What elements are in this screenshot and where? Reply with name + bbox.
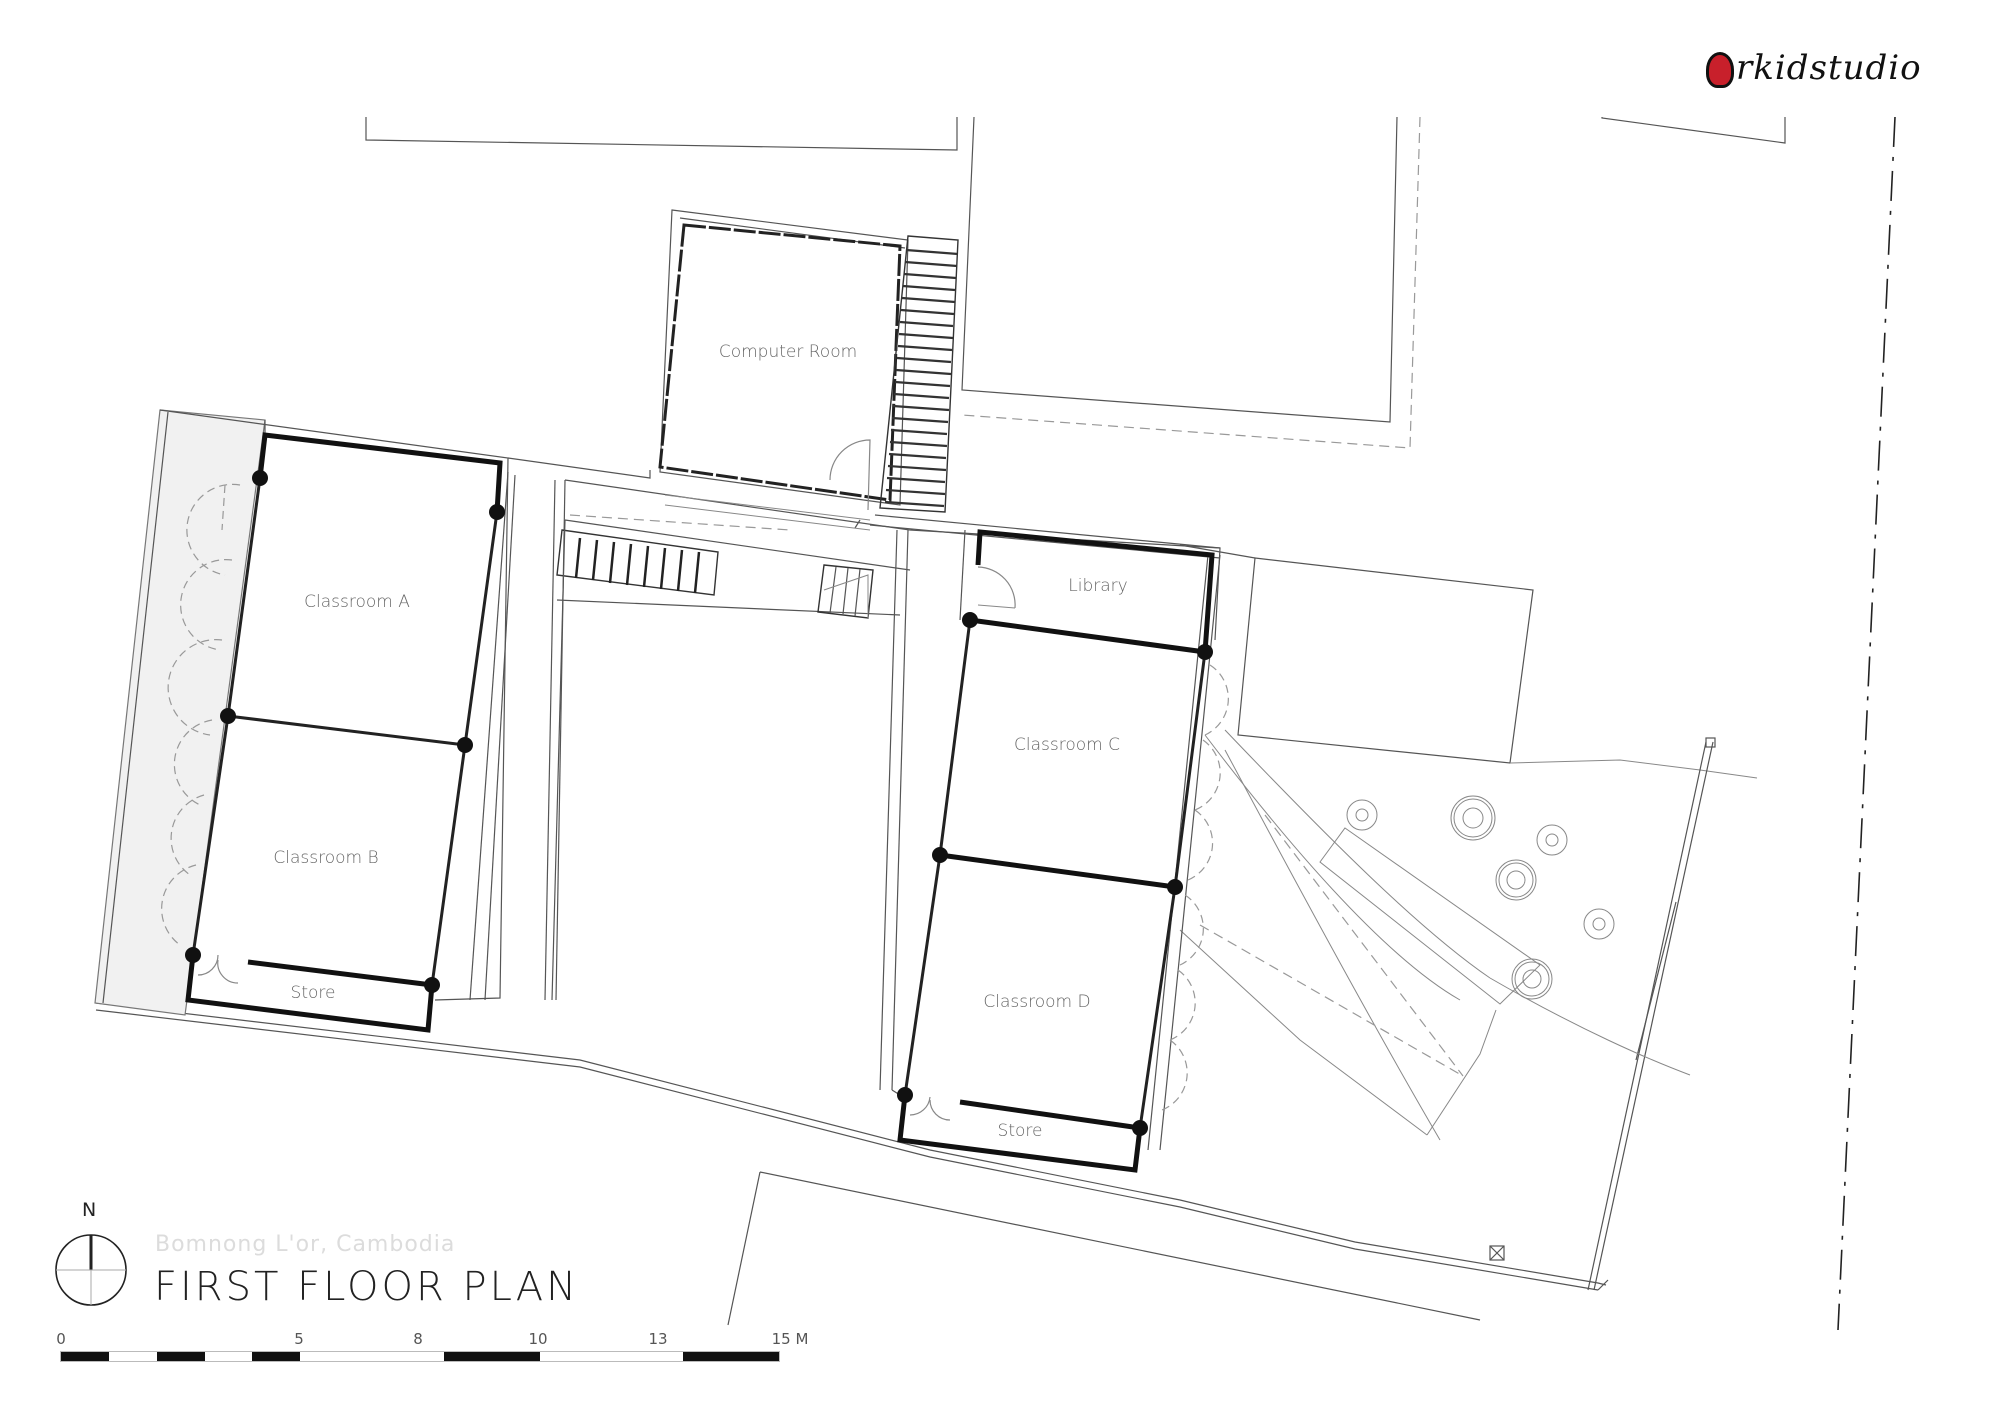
room-label-classroom-a: Classroom A [304, 592, 410, 612]
logo-text: rkidstudio [1736, 48, 1922, 88]
scale-segment [300, 1352, 444, 1361]
room-label-computer-room: Computer Room [718, 342, 858, 362]
scale-tick-10: 10 [528, 1330, 548, 1348]
scale-tick-15: 15 M [771, 1330, 809, 1348]
computer-room-walls [658, 209, 909, 531]
scale-segment [61, 1352, 109, 1361]
room-label-library: Library [1068, 576, 1128, 596]
scale-tick-8: 8 [413, 1330, 423, 1348]
tree-symbols [1346, 795, 1615, 1000]
scale-segment [539, 1352, 684, 1361]
logo-mark-icon [1706, 52, 1734, 88]
scale-segment [108, 1352, 157, 1361]
scale-segment [443, 1352, 540, 1361]
scale-tick-5: 5 [294, 1330, 304, 1348]
scale-tick-0: 0 [56, 1330, 66, 1348]
project-location: Bomnong L'or, Cambodia [155, 1232, 456, 1257]
room-label-store-east: Store [997, 1121, 1043, 1141]
room-label-classroom-b: Classroom B [273, 848, 379, 868]
studio-logo: rkidstudio [1706, 48, 1922, 88]
north-arrow-icon [55, 1234, 127, 1306]
scale-segment [204, 1352, 253, 1361]
east-block [891, 529, 1229, 1173]
scale-segment [683, 1352, 779, 1361]
site-context [95, 116, 1896, 1331]
room-label-classroom-d: Classroom D [983, 992, 1091, 1012]
scale-segment [156, 1352, 205, 1361]
classroom-a-b-walls [185, 432, 505, 1033]
external-stair [869, 235, 1221, 559]
room-label-store-west: Store [290, 983, 336, 1003]
room-label-classroom-c: Classroom C [1014, 735, 1120, 755]
north-label: N [82, 1199, 97, 1221]
scale-tick-13: 13 [648, 1330, 668, 1348]
scale-segment [252, 1352, 301, 1361]
plan-title: FIRST FLOOR PLAN [154, 1264, 580, 1310]
central-circulation [551, 479, 911, 1091]
west-veranda [94, 409, 266, 1016]
scale-bar-segments [60, 1351, 780, 1362]
